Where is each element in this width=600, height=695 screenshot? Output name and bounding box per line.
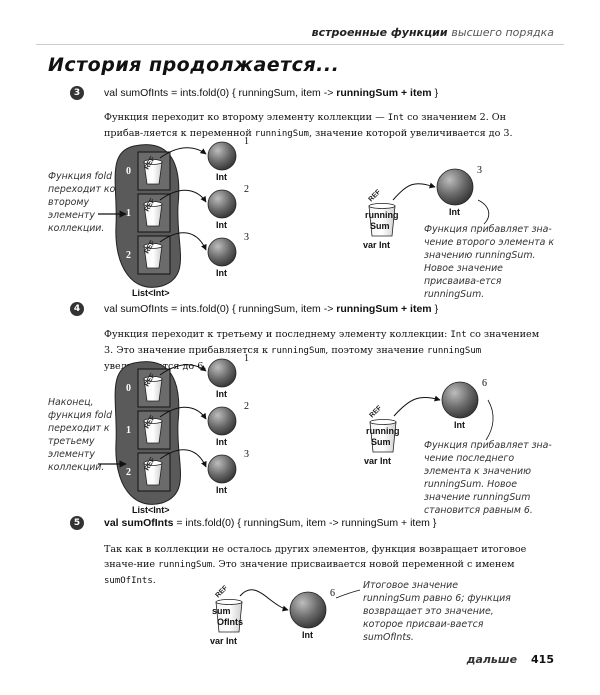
ref-label: REF	[214, 584, 229, 599]
list-index: 2	[126, 467, 131, 478]
result-note: Функция прибавляет зна-чение второго эле…	[424, 223, 559, 301]
var-type: var Int	[363, 240, 390, 250]
var-cup-rim	[369, 204, 395, 209]
element-value: 2	[244, 401, 249, 412]
var-type: var Int	[364, 456, 391, 466]
int-ball	[208, 407, 236, 435]
int-label: Int	[216, 485, 227, 495]
int-label: Int	[216, 437, 227, 447]
result-ball	[437, 169, 473, 205]
element-value: 2	[244, 184, 249, 195]
var-name: running	[365, 210, 399, 220]
next-link[interactable]: дальше	[467, 653, 517, 666]
list-index: 0	[126, 166, 131, 177]
int-ball	[208, 190, 236, 218]
list-label: List<Int>	[132, 505, 170, 515]
result-arrow	[394, 397, 440, 416]
result-note: Итоговое значение runningSum равно 6; фу…	[363, 579, 513, 644]
int-ball	[208, 455, 236, 483]
note-arrow	[336, 590, 360, 598]
result-arrow	[393, 184, 435, 200]
int-ball	[208, 238, 236, 266]
result-value: 6	[330, 588, 335, 599]
var-type: var Int	[210, 636, 237, 646]
var-name: Sum	[371, 437, 391, 447]
int-ball	[208, 359, 236, 387]
result-note: Функция прибавляет зна-чение последнего …	[424, 439, 559, 517]
int-label: Int	[216, 389, 227, 399]
page-number: 415	[531, 653, 554, 666]
ref-label: REF	[368, 404, 383, 419]
element-value: 3	[244, 449, 249, 460]
int-label: Int	[216, 268, 227, 278]
int-ball	[208, 142, 236, 170]
list-index: 1	[126, 208, 131, 219]
list-index: 1	[126, 425, 131, 436]
var-name: Sum	[370, 221, 390, 231]
result-int-label: Int	[449, 207, 460, 217]
ref-label: REF	[367, 188, 382, 203]
int-label: Int	[216, 172, 227, 182]
result-ball	[442, 382, 478, 418]
list-index: 2	[126, 250, 131, 261]
footer: дальше 415	[467, 653, 554, 666]
note-arrow	[478, 200, 489, 224]
var-cup-rim	[216, 600, 242, 605]
note-arrow	[486, 400, 493, 440]
list-index: 0	[126, 383, 131, 394]
result-int-label: Int	[302, 630, 313, 640]
var-name: OfInts	[217, 617, 243, 627]
result-value: 6	[482, 378, 487, 389]
result-arrow	[240, 590, 288, 610]
list-label: List<Int>	[132, 288, 170, 298]
var-name: sum	[212, 606, 231, 616]
var-cup-rim	[370, 420, 396, 425]
element-value: 1	[244, 136, 249, 147]
var-name: running	[366, 426, 400, 436]
int-label: Int	[216, 220, 227, 230]
element-value: 3	[244, 232, 249, 243]
element-value: 1	[244, 353, 249, 364]
result-ball	[290, 592, 326, 628]
result-int-label: Int	[454, 420, 465, 430]
result-value: 3	[477, 165, 482, 176]
